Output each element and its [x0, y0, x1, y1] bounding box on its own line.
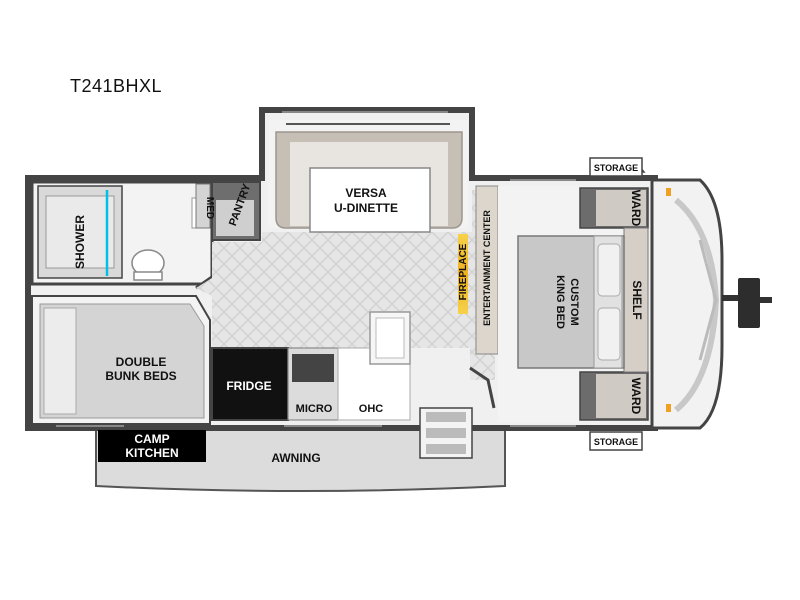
camp-kitchen [98, 430, 206, 462]
pantry [211, 181, 261, 241]
model-name: T241BHXL [70, 76, 163, 96]
awning-label: AWNING [271, 451, 320, 465]
bunk-label-line2: BUNK BEDS [105, 369, 176, 383]
bed-label-line2: KING BED [554, 275, 566, 329]
bunk-label-line1: DOUBLE [116, 355, 167, 369]
kitchen [211, 311, 496, 459]
bathroom [30, 180, 223, 290]
bunk-beds [31, 295, 211, 425]
dinette-label-line1: VERSA [345, 186, 387, 200]
entertainment-center [458, 185, 499, 355]
fireplace-label: FIREPLACE [458, 243, 469, 300]
fridge-label: FRIDGE [226, 379, 271, 393]
living-floor [196, 190, 495, 380]
med-label: MED [204, 197, 215, 219]
camp-kitchen-label-line2: KITCHEN [125, 446, 178, 460]
ohc-label: OHC [359, 403, 384, 415]
entertainment-label: ENTERTAINMENT CENTER [482, 210, 492, 326]
ward-bottom-label: WARD [629, 378, 643, 415]
dinette [268, 120, 468, 233]
bedroom [498, 157, 649, 451]
camp-kitchen-label-line1: CAMP [134, 432, 169, 446]
storage-top-label: STORAGE [594, 163, 638, 173]
micro-label: MICRO [296, 403, 333, 415]
ward-top-label: WARD [629, 190, 643, 227]
bed-label-line1: CUSTOM [568, 278, 580, 325]
light-icon [666, 404, 671, 412]
shower-label: SHOWER [73, 215, 87, 269]
light-icon [666, 188, 671, 196]
dinette-label-line2: U-DINETTE [334, 201, 398, 215]
shelf-label: SHELF [630, 280, 644, 319]
storage-bottom-label: STORAGE [594, 437, 638, 447]
